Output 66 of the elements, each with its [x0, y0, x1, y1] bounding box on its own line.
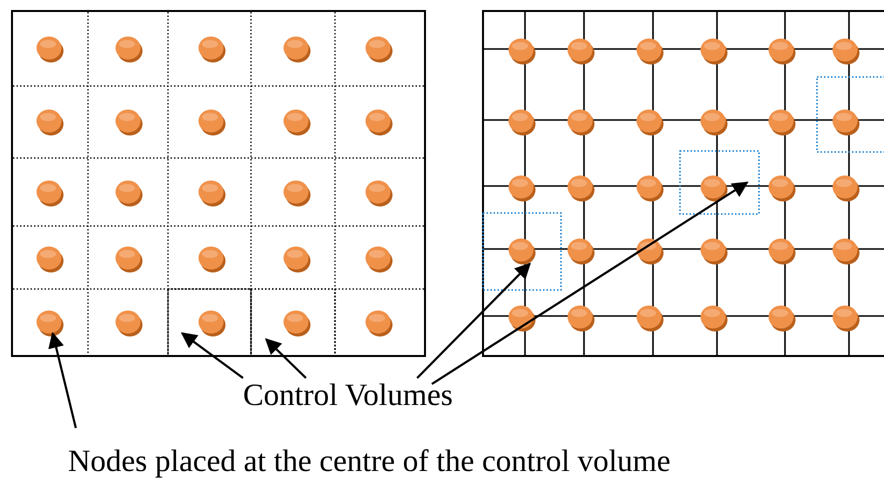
node-dot — [832, 110, 860, 136]
node-dot — [508, 176, 536, 202]
node-dot — [508, 306, 536, 332]
node-dot — [700, 306, 728, 332]
node-dot — [284, 246, 310, 272]
leader-arrow — [431, 182, 748, 385]
annotation-text: Nodes placed at the centre of the control volume — [68, 444, 671, 478]
node-dot — [508, 110, 536, 136]
node-dot — [568, 306, 594, 332]
node-dot — [36, 36, 64, 62]
node-dot — [116, 110, 142, 136]
node-dot — [768, 176, 796, 202]
node-dot — [700, 238, 728, 264]
node-dot — [636, 176, 664, 202]
node-dot — [832, 306, 860, 332]
leader-arrow — [180, 332, 244, 379]
node-dot — [284, 110, 310, 136]
node-dot — [700, 176, 728, 202]
node-dot — [284, 310, 310, 336]
node-dot — [568, 238, 594, 264]
node-dot — [116, 310, 142, 336]
node-dot — [198, 36, 226, 62]
node-dot — [116, 180, 142, 206]
control-volume-outline — [679, 150, 760, 215]
annotation-text: Control Volumes — [243, 378, 453, 412]
leader-arrow — [264, 338, 307, 379]
leader-arrow — [48, 332, 77, 428]
control-volume-cell — [167, 288, 252, 357]
node-dot — [832, 38, 860, 64]
node-dot — [116, 36, 142, 62]
node-dot — [366, 36, 392, 62]
node-dot — [636, 238, 664, 264]
leader-arrow — [416, 262, 531, 379]
node-dot — [636, 110, 664, 136]
node-dot — [768, 238, 796, 264]
node-dot — [116, 246, 142, 272]
node-dot — [636, 38, 664, 64]
node-dot — [366, 246, 392, 272]
node-dot — [832, 176, 860, 202]
node-dot — [568, 38, 594, 64]
node-dot — [768, 306, 796, 332]
node-dot — [36, 180, 64, 206]
node-dot — [568, 110, 594, 136]
control-volume-outline — [816, 76, 884, 153]
node-dot — [508, 38, 536, 64]
node-dot — [768, 38, 796, 64]
node-dot — [198, 310, 226, 336]
node-dot — [36, 110, 64, 136]
node-dot — [284, 180, 310, 206]
node-dot — [36, 246, 64, 272]
node-dot — [636, 306, 664, 332]
node-dot — [198, 180, 226, 206]
node-dot — [198, 246, 226, 272]
node-dot — [568, 176, 594, 202]
node-dot — [284, 36, 310, 62]
node-dot — [700, 38, 728, 64]
node-dot — [366, 310, 392, 336]
node-dot — [832, 238, 860, 264]
control-volume-outline — [482, 212, 562, 291]
node-dot — [700, 110, 728, 136]
node-dot — [366, 180, 392, 206]
node-dot — [198, 110, 226, 136]
node-dot — [768, 110, 796, 136]
node-dot — [508, 238, 536, 264]
node-dot — [366, 110, 392, 136]
node-dot — [36, 310, 64, 336]
